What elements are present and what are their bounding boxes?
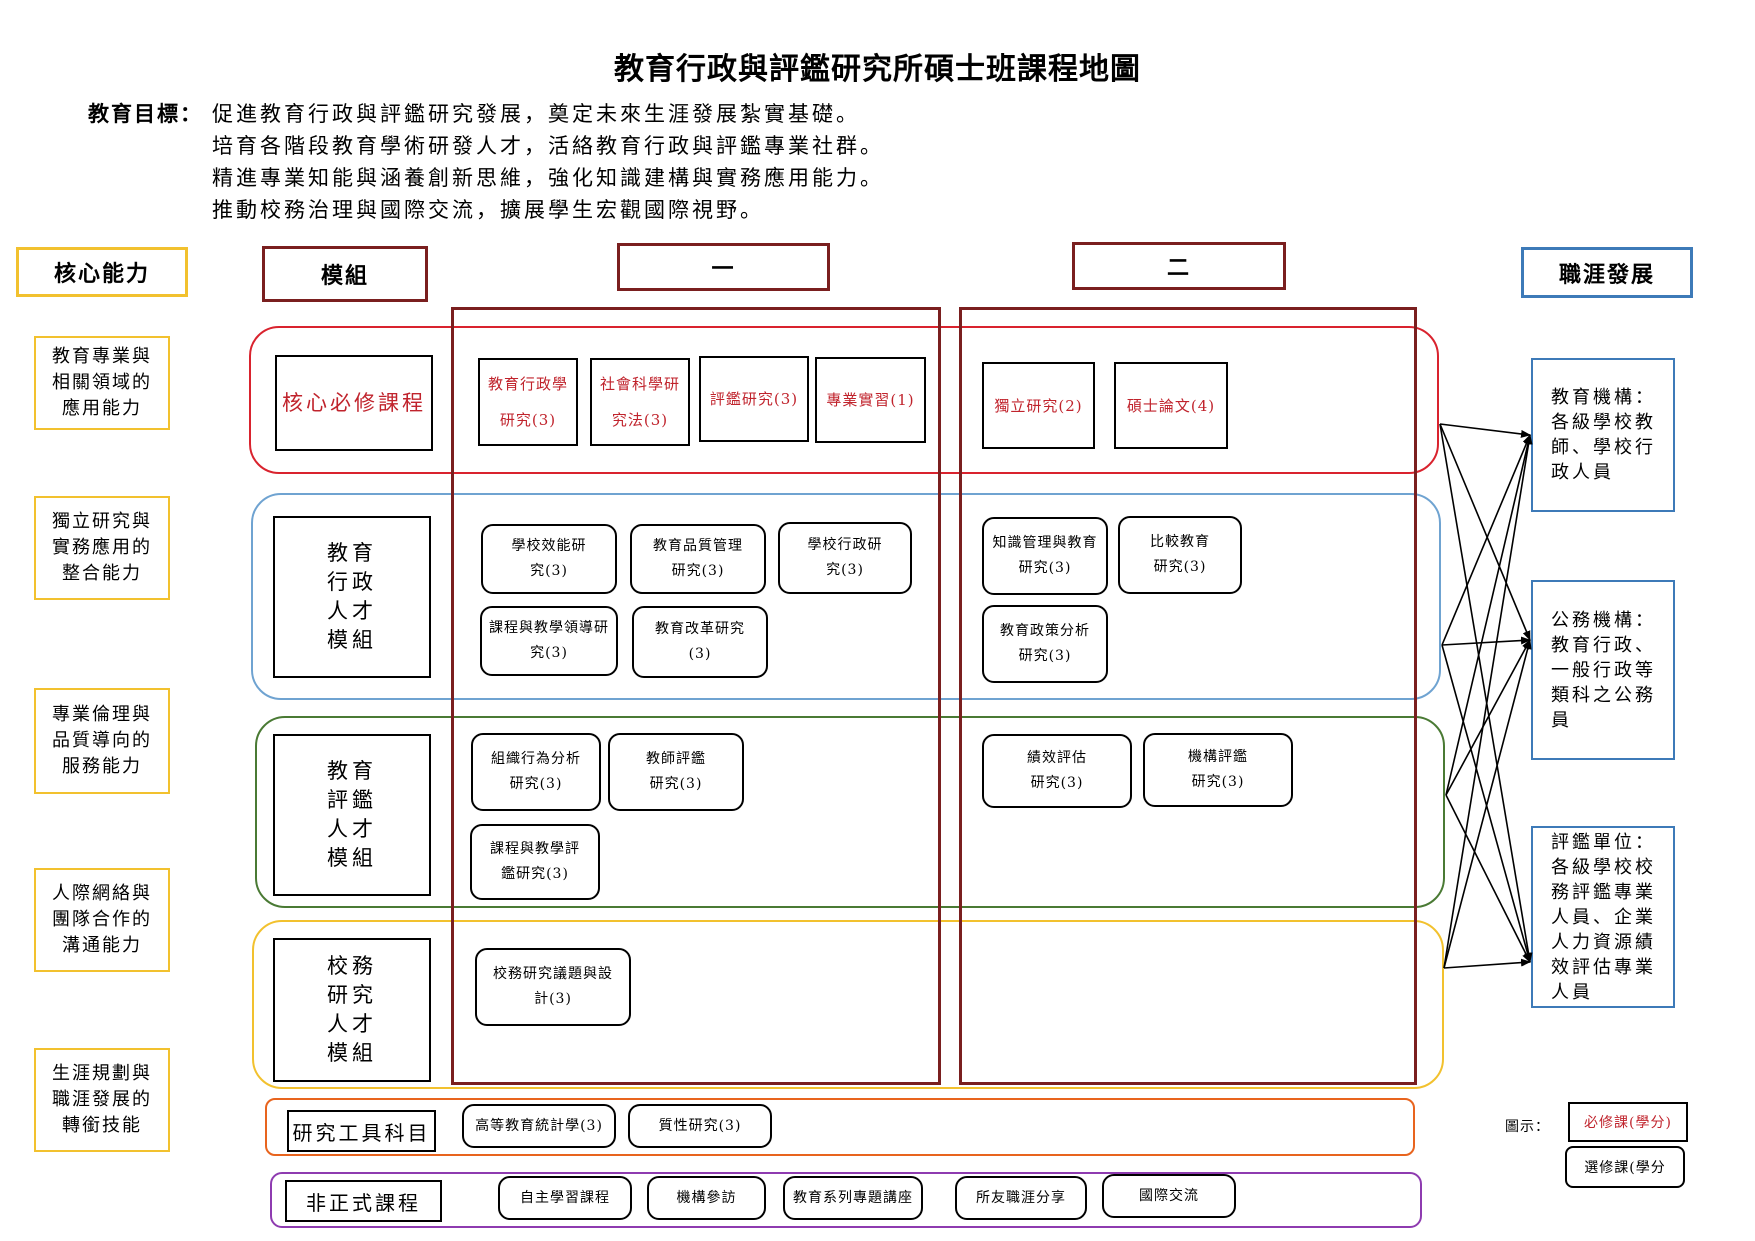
goal-line: 精進專業知能與涵養創新思維，強化知識建構與實務應用能力。 xyxy=(212,166,884,190)
elective-course: 教育改革研究(3) xyxy=(632,606,768,678)
elective-course: 教育政策分析研究(3) xyxy=(982,605,1108,683)
eval-talent-module: 教育評鑑人才模組 xyxy=(273,734,431,896)
informal-course: 機構參訪 xyxy=(647,1176,766,1220)
year-one-column xyxy=(451,307,941,1085)
competency-box: 生涯規劃與職涯發展的轉銜技能 xyxy=(34,1048,170,1152)
competency-box: 教育專業與相關領域的應用能力 xyxy=(34,336,170,430)
admin-talent-module: 教育行政人才模組 xyxy=(273,516,431,678)
career-arrow xyxy=(1445,639,1531,796)
elective-course: 學校效能研究(3) xyxy=(481,524,617,594)
career-arrow xyxy=(1445,434,1532,796)
core-competency-header: 核心能力 xyxy=(16,247,188,297)
competency-box: 專業倫理與品質導向的服務能力 xyxy=(34,688,170,794)
elective-course: 課程與教學領導研究(3) xyxy=(480,606,618,676)
required-course: 評鑑研究(3) xyxy=(699,356,809,442)
module-header: 模組 xyxy=(262,246,428,302)
required-course: 碩士論文(4) xyxy=(1114,362,1228,449)
career-box: 評鑑單位：各級學校校務評鑑專業人員、企業人力資源績效評估專業人員 xyxy=(1531,826,1675,1008)
legend-required: 必修課(學分) xyxy=(1568,1102,1688,1142)
career-arrow xyxy=(1441,636,1531,646)
competency-box: 人際網絡與團隊合作的溝通能力 xyxy=(34,868,170,972)
elective-course: 高等教育統計學(3) xyxy=(462,1104,616,1148)
required-course: 社會科學研究法(3) xyxy=(590,358,690,446)
elective-course: 學校行政研究(3) xyxy=(778,522,912,594)
research-tools-row xyxy=(265,1098,1415,1156)
goal-line: 促進教育行政與評鑑研究發展，奠定未來生涯發展紮實基礎。 xyxy=(212,102,860,126)
eval-module-row xyxy=(255,716,1445,908)
required-course: 專業實習(1) xyxy=(815,357,926,443)
elective-course: 教師評鑑研究(3) xyxy=(608,733,744,811)
career-development-header: 職涯發展 xyxy=(1521,247,1693,298)
elective-course: 質性研究(3) xyxy=(628,1104,772,1148)
required-course: 獨立研究(2) xyxy=(982,362,1095,449)
competency-box: 獨立研究與實務應用的整合能力 xyxy=(34,496,170,600)
affairs-talent-module: 校務研究人才模組 xyxy=(273,938,431,1082)
elective-course: 校務研究議題與設計(3) xyxy=(475,948,631,1026)
elective-course: 比較教育研究(3) xyxy=(1118,516,1242,594)
career-arrow xyxy=(1443,434,1533,969)
career-box: 公務機構：教育行政、一般行政等類科之公務員 xyxy=(1531,580,1675,760)
elective-course: 績效評估研究(3) xyxy=(982,734,1132,808)
informal-course: 所友職涯分享 xyxy=(955,1176,1087,1220)
career-arrow xyxy=(1439,423,1533,963)
core-required-module: 核心必修課程 xyxy=(275,355,433,451)
career-arrow xyxy=(1443,639,1532,969)
admin-module-row xyxy=(251,493,1441,700)
year-one-header: 一 xyxy=(617,243,830,291)
career-arrow xyxy=(1441,434,1531,646)
goals-label: 教育目標： xyxy=(88,101,203,126)
year-two-header: 二 xyxy=(1072,242,1286,290)
goal-line: 推動校務治理與國際交流，擴展學生宏觀國際視野。 xyxy=(212,198,764,222)
research-tools-label: 研究工具科目 xyxy=(287,1110,436,1152)
informal-course: 國際交流 xyxy=(1102,1174,1236,1218)
elective-course: 課程與教學評鑑研究(3) xyxy=(470,824,600,900)
informal-course: 教育系列專題講座 xyxy=(783,1176,923,1220)
career-arrow xyxy=(1441,644,1532,963)
career-arrow xyxy=(1443,958,1531,969)
career-box: 教育機構：各級學校教師、學校行政人員 xyxy=(1531,358,1675,512)
required-course: 教育行政學研究(3) xyxy=(478,358,578,446)
legend-elective: 選修課(學分 xyxy=(1565,1146,1685,1188)
informal-courses-label: 非正式課程 xyxy=(285,1180,442,1222)
career-arrow xyxy=(1445,794,1531,963)
informal-course: 自主學習課程 xyxy=(498,1176,632,1220)
elective-course: 組織行為分析研究(3) xyxy=(471,733,601,811)
goal-line: 培育各階段教育學術研發人才，活絡教育行政與評鑑專業社群。 xyxy=(212,134,884,158)
elective-course: 機構評鑑研究(3) xyxy=(1143,733,1293,807)
affairs-module-row xyxy=(252,920,1444,1089)
elective-course: 教育品質管理研究(3) xyxy=(630,524,766,594)
elective-course: 知識管理與教育研究(3) xyxy=(982,517,1108,595)
informal-courses-row xyxy=(270,1172,1422,1228)
year-two-column xyxy=(959,307,1417,1085)
page-title: 教育行政與評鑑研究所碩士班課程地圖 xyxy=(614,52,1141,87)
career-arrow xyxy=(1439,423,1531,438)
core-required-row xyxy=(249,326,1439,474)
career-arrow xyxy=(1439,423,1531,641)
legend-label: 圖示： xyxy=(1505,1119,1550,1135)
